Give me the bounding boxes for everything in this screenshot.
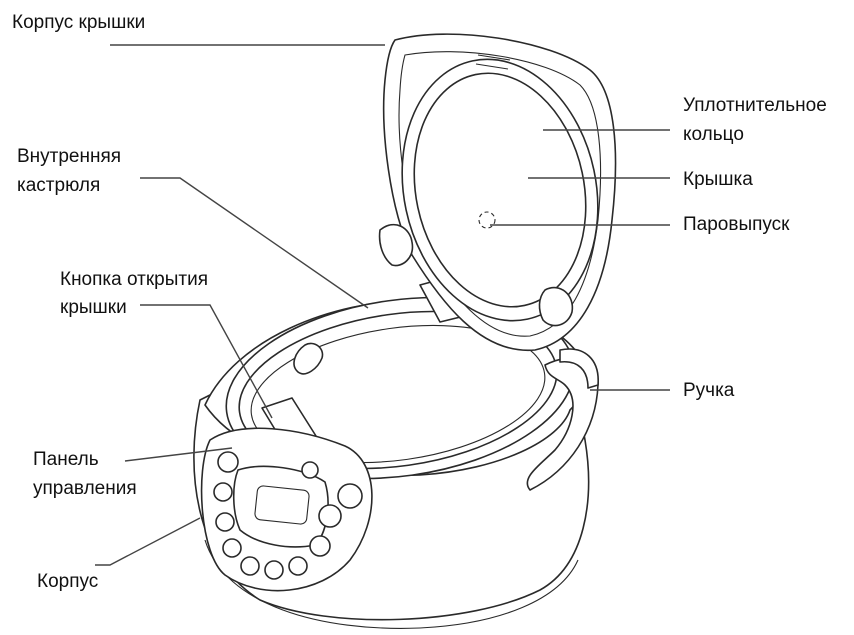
label-lid-button-line1: Кнопка открытия: [60, 269, 208, 290]
label-inner-pot-line1: Внутренняя: [17, 146, 121, 167]
panel-button: [338, 484, 362, 508]
multicooker-illustration: [194, 34, 621, 628]
label-control-panel-line2: управления: [33, 478, 137, 499]
label-inner-pot-line2: кастрюля: [17, 175, 100, 196]
label-seal-ring-line2: кольцо: [683, 124, 744, 145]
lid-latch: [380, 225, 413, 266]
label-seal-ring-line1: Уплотнительное: [683, 95, 827, 116]
panel-button: [216, 513, 234, 531]
panel-button: [319, 505, 341, 527]
label-lid-body: Корпус крышки: [12, 12, 145, 33]
panel-button: [223, 539, 241, 557]
lid-side-clip: [539, 288, 572, 326]
label-steam-vent: Паровыпуск: [683, 214, 790, 235]
label-control-panel-line1: Панель: [33, 449, 99, 470]
panel-button: [214, 483, 232, 501]
panel-button: [302, 462, 318, 478]
panel-button: [289, 557, 307, 575]
label-lid: Крышка: [683, 169, 753, 190]
panel-button: [310, 536, 330, 556]
label-body: Корпус: [37, 571, 98, 592]
panel-button: [241, 557, 259, 575]
panel-button: [218, 452, 238, 472]
label-handle: Ручка: [683, 380, 735, 401]
display-window: [234, 466, 328, 546]
label-lid-button-line2: крышки: [60, 297, 127, 318]
leader-body: [95, 518, 200, 565]
panel-button: [265, 561, 283, 579]
